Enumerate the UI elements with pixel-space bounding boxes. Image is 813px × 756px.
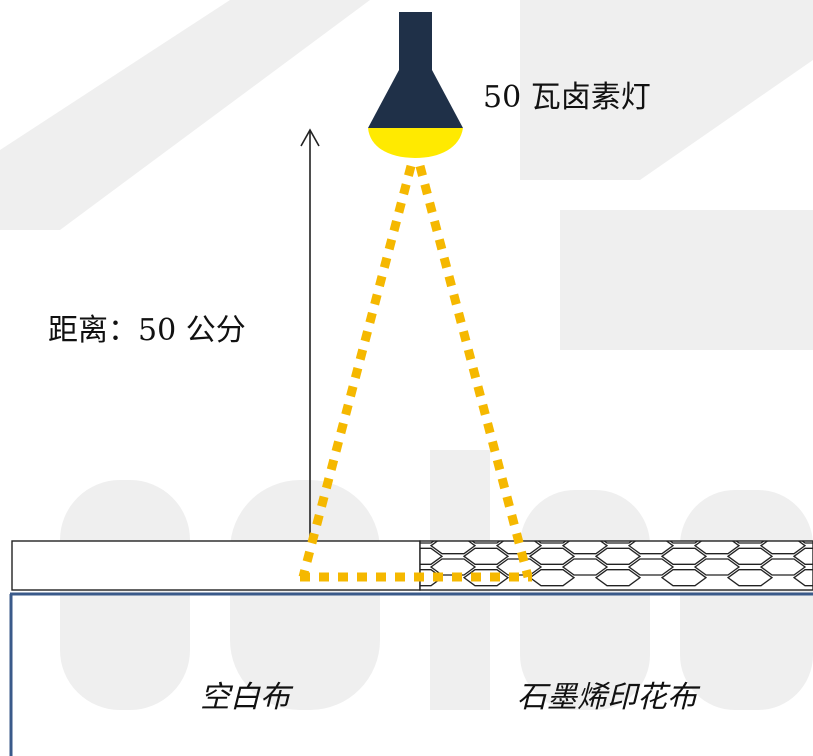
graphene-hexagon (792, 547, 813, 565)
graphene-hexagon (471, 541, 501, 544)
graphene-hexagon (693, 541, 741, 555)
lamp-label: 50 瓦卤素灯 (483, 80, 651, 115)
graphene-hexagon (495, 541, 543, 555)
graphene-hexagon (792, 569, 813, 587)
blank-fabric (11, 540, 421, 591)
graphene-hexagon (660, 569, 708, 587)
graphene-hexagon (669, 541, 699, 544)
graphene-hexagon (726, 547, 774, 565)
graphene-hexagon (561, 541, 609, 555)
graphene-hexagon (420, 547, 444, 565)
graphene-hexagon (759, 541, 807, 555)
graphene-hexagon (627, 541, 675, 555)
lamp-bulb (368, 128, 463, 158)
graphene-hexagon (660, 547, 708, 565)
graphene-hexagon (537, 541, 567, 544)
graphene-fabric-label: 石墨烯印花布 (517, 680, 697, 715)
graphene-hexagon (528, 569, 576, 587)
graphene-hexagon (594, 547, 642, 565)
graphene-hexagon (726, 569, 774, 587)
graphene-hexagon (462, 569, 510, 587)
graphene-hexagon (462, 547, 510, 565)
graphene-hexagon (528, 547, 576, 565)
distance-label: 距离：50 公分 (48, 313, 246, 348)
light-path (298, 164, 533, 582)
graphene-hexagon (594, 569, 642, 587)
graphene-hexagon (735, 541, 765, 544)
blank-fabric-label: 空白布 (200, 680, 290, 715)
graphene-hexagon (801, 541, 813, 544)
halogen-lamp-icon (368, 12, 463, 158)
lamp-shade (368, 70, 463, 128)
graphene-hexagon (603, 541, 633, 544)
graphene-hexagon (561, 558, 609, 576)
graphene-hexagon (693, 558, 741, 576)
graphene-hexagon (495, 558, 543, 576)
graphene-hexagon (429, 541, 477, 555)
graphene-hexagon (759, 558, 807, 576)
lamp-stem (399, 12, 432, 72)
graphene-hexagon (627, 558, 675, 576)
table-base (9, 592, 813, 756)
